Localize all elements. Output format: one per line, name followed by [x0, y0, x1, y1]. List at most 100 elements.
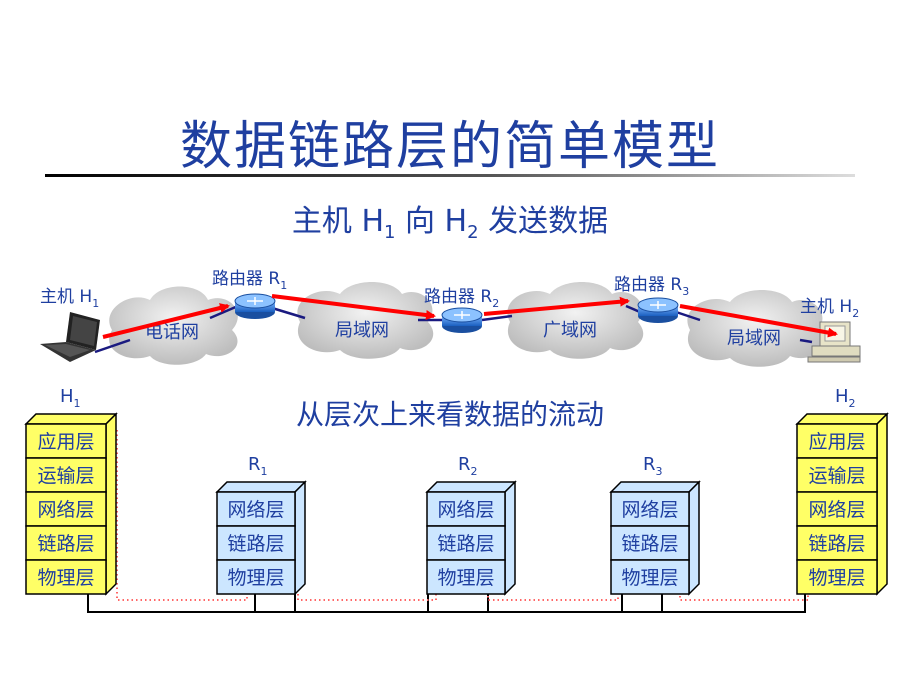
stack-r1-label-text: R	[248, 454, 261, 475]
router2-label-text: 路由器 R	[424, 287, 492, 307]
laptop-icon	[40, 312, 100, 362]
subtitle-end: 发送数据	[488, 204, 609, 239]
stack-h1-layer-label: 网络层	[37, 499, 94, 521]
page-title: 数据链路层的简单模型	[179, 117, 720, 177]
stack-h1-layer-label: 运输层	[37, 465, 94, 487]
router2-label-sub: 2	[492, 297, 499, 310]
stack-h1-layer-box	[25, 559, 107, 595]
stack-h1-label: H1	[60, 386, 81, 410]
subtitle-mid: 向	[405, 204, 435, 239]
stack-h2-layer-label: 物理层	[808, 567, 865, 589]
stack-r1-label: R1	[248, 454, 268, 478]
host2-label-sub: 2	[852, 307, 859, 320]
title-divider	[45, 174, 855, 177]
cloud1-label: 电话网	[145, 322, 199, 343]
router-r2-icon	[441, 307, 483, 333]
stack-r3-label: R3	[643, 454, 663, 478]
stack-h1-layer-box	[25, 457, 107, 493]
network-links	[94, 304, 813, 354]
stack-h1-layer-box	[25, 423, 107, 459]
router1-label-sub: 1	[280, 279, 287, 292]
stack-h2-top	[795, 413, 889, 425]
stack-r2-layer-box	[426, 525, 506, 561]
host2-label-text: 主机 H	[800, 297, 852, 317]
stack-h1-layer-label: 应用层	[37, 431, 94, 453]
stack-h1-top	[24, 413, 118, 425]
host2-label: 主机 H2	[800, 297, 859, 320]
cloud-phone-network: 电话网	[109, 286, 238, 365]
router3-label-sub: 3	[682, 285, 689, 298]
stack-r2-label-sub: 2	[471, 465, 478, 478]
stack-r3-layer-label: 物理层	[621, 567, 678, 589]
stack-r3-layer-label: 网络层	[621, 499, 678, 521]
stack-r2-layer-label: 链路层	[437, 533, 494, 555]
stack-h1-label-sub: 1	[74, 397, 81, 410]
stack-r1-top	[215, 481, 307, 493]
subtitle-host: 主机	[291, 204, 352, 239]
subtitle-h2: H	[444, 204, 468, 239]
stack-h2-layer-label: 链路层	[808, 533, 865, 555]
stack-h1-layer-label: 物理层	[37, 567, 94, 589]
stack-r3-layer-box	[610, 525, 690, 561]
router1-label: 路由器 R1	[212, 269, 287, 292]
subtitle-h1-sub: 1	[384, 222, 396, 243]
stack-h2-layer-box	[796, 457, 878, 493]
stack-r3-side	[688, 480, 700, 596]
subtitle-h1: H	[361, 204, 384, 239]
stack-r3-label-text: R	[643, 454, 656, 475]
stack-r3-layer-box	[610, 559, 690, 595]
router3-label-text: 路由器 R	[614, 275, 682, 295]
router2-label: 路由器 R2	[424, 287, 499, 310]
stack-r1-layer-box	[216, 525, 296, 561]
stack-r1-layer-label: 链路层	[227, 533, 284, 555]
stack-r2-side	[504, 480, 516, 596]
subtitle-h2-sub: 2	[467, 222, 479, 243]
physical-medium-wire	[87, 585, 806, 613]
stack-r2-label-text: R	[458, 454, 471, 475]
stack-h2-layer-label: 运输层	[808, 465, 865, 487]
host1-label: 主机 H1	[40, 287, 99, 310]
router-r1-icon	[234, 293, 276, 319]
stack-h2-layer-label: 应用层	[808, 431, 865, 453]
cloud-lan-2: 局域网	[687, 290, 824, 367]
stack-r3-top	[609, 481, 701, 493]
stack-r2-layer-label: 物理层	[437, 567, 494, 589]
stack-r1-label-sub: 1	[261, 465, 268, 478]
layer-stacks: 应用层运输层网络层链路层物理层网络层链路层物理层网络层链路层物理层网络层链路层物…	[24, 412, 889, 596]
host1-label-sub: 1	[92, 297, 99, 310]
stack-r1-layer-label: 物理层	[227, 567, 284, 589]
stack-r1-layer-box	[216, 559, 296, 595]
stack-r2-layer-label: 网络层	[437, 499, 494, 521]
stack-h1-side	[105, 412, 117, 596]
stack-h1-label-text: H	[60, 386, 74, 407]
stack-r3-label-sub: 3	[656, 465, 663, 478]
stack-h2-layer-label: 网络层	[808, 499, 865, 521]
stack-r3-layer-box	[610, 491, 690, 527]
stack-h2-layer-box	[796, 423, 878, 459]
stack-h2-label: H2	[835, 386, 856, 410]
router3-label: 路由器 R3	[614, 275, 689, 298]
cloud2-label: 局域网	[335, 320, 389, 341]
stack-h2-side	[876, 412, 888, 596]
stack-r2-label: R2	[458, 454, 478, 478]
stack-h2-label-text: H	[835, 386, 849, 407]
cloud4-label: 局域网	[727, 328, 781, 349]
stack-h2-layer-box	[796, 559, 878, 595]
stack-r2-layer-box	[426, 559, 506, 595]
stack-h2-layer-box	[796, 491, 878, 527]
stack-r2-top	[425, 481, 517, 493]
cloud3-label: 广域网	[543, 320, 597, 341]
flow-title: 从层次上来看数据的流动	[295, 398, 604, 431]
stack-h1-layer-label: 链路层	[37, 533, 94, 555]
stack-r1-side	[294, 480, 306, 596]
stack-r2-layer-box	[426, 491, 506, 527]
cloud-lan-1: 局域网	[297, 282, 434, 359]
host1-label-text: 主机 H	[40, 287, 92, 307]
stack-h2-label-sub: 2	[849, 397, 856, 410]
